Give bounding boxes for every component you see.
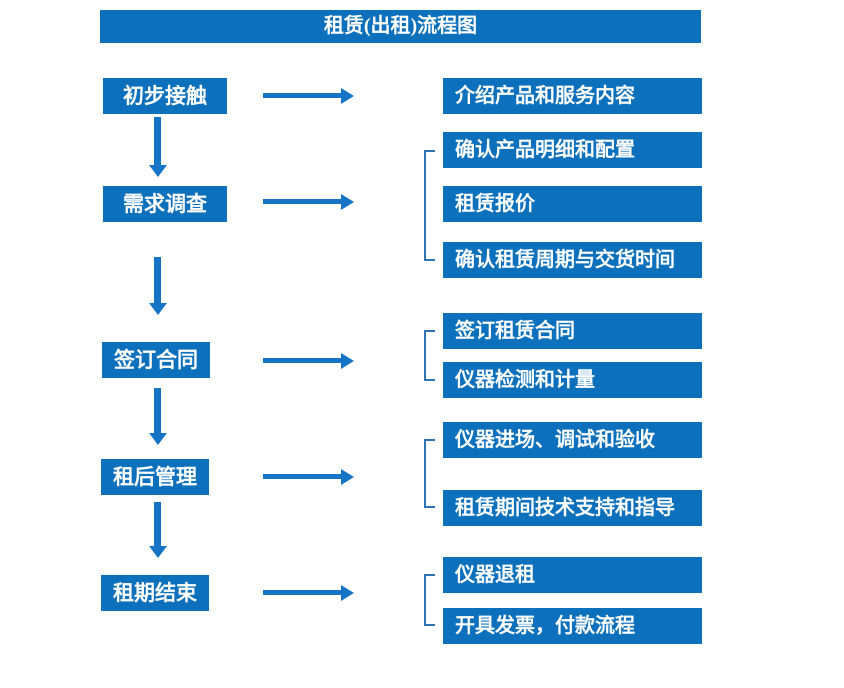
detail-box-3: 租赁报价 xyxy=(443,186,702,222)
flow-arrow-down-4 xyxy=(154,502,161,546)
flow-arrow-down-2 xyxy=(154,257,161,303)
detail-box-1: 介绍产品和服务内容 xyxy=(443,78,702,114)
flow-arrow-down-1 xyxy=(154,117,161,165)
detail-box-10: 开具发票，付款流程 xyxy=(443,608,702,644)
detail-box-8: 租赁期间技术支持和指导 xyxy=(443,490,702,526)
flow-arrow-down-3 xyxy=(154,388,161,433)
detail-box-4: 确认租赁周期与交货时间 xyxy=(443,242,702,278)
step-initial-contact: 初步接触 xyxy=(103,78,227,114)
step-post-rental-management: 租后管理 xyxy=(101,459,209,495)
group-bracket-rental-end xyxy=(424,574,435,626)
detail-box-6: 仪器检测和计量 xyxy=(443,362,702,398)
detail-box-2: 确认产品明细和配置 xyxy=(443,132,702,168)
group-bracket-demand-survey xyxy=(424,150,435,261)
step-demand-survey: 需求调查 xyxy=(103,186,227,222)
detail-box-7: 仪器进场、调试和验收 xyxy=(443,422,702,458)
flow-arrow-right-4 xyxy=(263,474,341,479)
flow-arrow-right-3 xyxy=(263,358,341,363)
group-bracket-post-rental xyxy=(424,439,435,508)
flow-arrow-right-1 xyxy=(263,93,341,98)
detail-box-9: 仪器退租 xyxy=(443,557,702,593)
flow-arrow-right-2 xyxy=(263,199,341,204)
flowchart-title: 租赁(出租)流程图 xyxy=(100,10,701,43)
detail-box-5: 签订租赁合同 xyxy=(443,313,702,349)
flow-arrow-right-5 xyxy=(263,590,341,595)
group-bracket-sign-contract xyxy=(424,330,435,381)
step-rental-end: 租期结束 xyxy=(101,575,209,611)
step-sign-contract: 签订合同 xyxy=(102,342,210,378)
